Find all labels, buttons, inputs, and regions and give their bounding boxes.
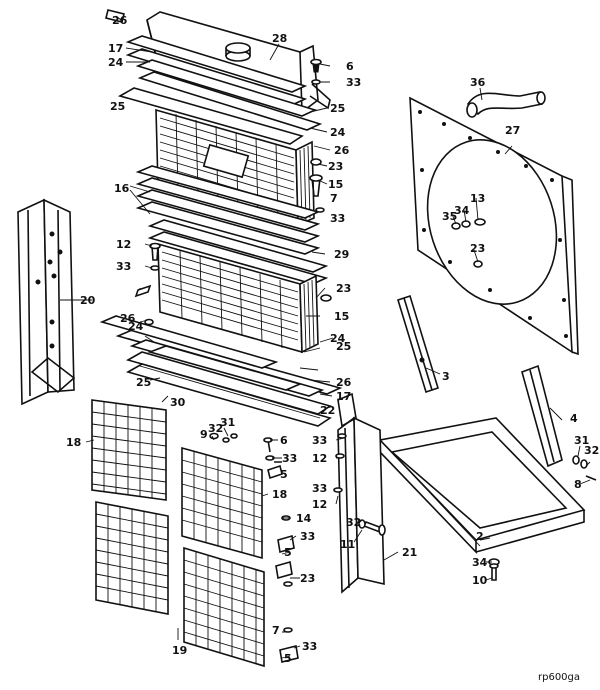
callout-label: 4 (570, 412, 578, 425)
callout-label: 33 (116, 260, 131, 273)
callout-label: 32 (208, 422, 223, 435)
callout-label: 19 (172, 644, 187, 657)
callout-label: 29 (334, 248, 349, 261)
callout-label: 24 (108, 56, 124, 69)
callout-label: 14 (296, 512, 312, 525)
small-hardware-core (105, 9, 332, 326)
callout-label: 16 (114, 182, 130, 195)
callout-label: 3 (442, 370, 450, 383)
grille-upper-left (91, 399, 167, 501)
callout-label: 30 (170, 396, 186, 409)
upper-gasket-stack (117, 35, 323, 145)
vertical-post (337, 392, 385, 594)
callout-label: 32 (346, 516, 361, 529)
callout-label: 5 (280, 468, 288, 481)
callout-label: 33 (312, 482, 327, 495)
callout-label: 31 (574, 434, 589, 447)
callout-label: 18 (272, 488, 287, 501)
callout-label: 21 (402, 546, 417, 559)
callout-label: 33 (346, 76, 361, 89)
grille-lower-left (95, 501, 169, 615)
callout-label: 25 (136, 376, 151, 389)
callout-label: 36 (470, 76, 486, 89)
lower-core (157, 242, 319, 354)
callout-label: 12 (116, 238, 131, 251)
callout-label: 24 (330, 126, 346, 139)
callout-label: 26 (336, 376, 352, 389)
figure-code: rp600ga (538, 672, 580, 683)
callout-label: 5 (284, 546, 292, 559)
callout-label: 20 (80, 294, 96, 307)
callout-label: 2 (476, 530, 484, 543)
callout-label: 6 (346, 60, 354, 73)
callout-label: 12 (312, 498, 327, 511)
callout-labels: 26 17 24 28 6 33 25 36 27 25 24 26 23 15… (66, 14, 599, 665)
callout-label: 23 (328, 160, 343, 173)
callout-label: 11 (340, 538, 355, 551)
callout-label: 24 (128, 320, 144, 333)
callout-label: 23 (300, 572, 315, 585)
callout-label: 13 (470, 192, 485, 205)
grille-upper-right (181, 446, 263, 560)
callout-label: 33 (330, 212, 345, 225)
callout-label: 18 (66, 436, 81, 449)
callout-label: 12 (312, 452, 327, 465)
callout-label: 25 (336, 340, 351, 353)
callout-label: 26 (334, 144, 350, 157)
callout-label: 8 (574, 478, 582, 491)
left-side-bracket (17, 198, 76, 406)
callout-label: 28 (272, 32, 287, 45)
callout-label: 24 (330, 332, 346, 345)
bottom-tank (99, 315, 343, 427)
callout-label: 22 (320, 404, 335, 417)
callout-label: 5 (284, 652, 292, 665)
callout-label: 27 (505, 124, 520, 137)
callout-label: 25 (330, 102, 345, 115)
callout-label: 25 (110, 100, 125, 113)
callout-label: 17 (108, 42, 123, 55)
parts-drawing (17, 9, 597, 668)
fan-shroud (409, 96, 579, 356)
callout-label: 7 (272, 624, 280, 637)
support-strut-left (397, 294, 439, 394)
callout-label: 9 (200, 428, 208, 441)
grille-lower-right (183, 546, 265, 668)
callout-label: 23 (470, 242, 485, 255)
callout-label: 31 (220, 416, 235, 429)
callout-label: 32 (584, 444, 599, 457)
callout-label: 34 (454, 204, 470, 217)
middle-gasket-stack (135, 165, 329, 285)
upper-hose (466, 91, 546, 118)
callout-label: 33 (302, 640, 317, 653)
leader-lines (60, 15, 591, 659)
callout-label: 26 (112, 14, 128, 27)
callout-label: 33 (312, 434, 327, 447)
callout-label: 35 (442, 210, 457, 223)
callout-label: 26 (120, 312, 136, 325)
callout-label: 34 (472, 556, 488, 569)
callout-label: 23 (336, 282, 351, 295)
callout-label: 6 (280, 434, 288, 447)
tray-hardware (488, 455, 597, 581)
callout-label: 33 (282, 452, 297, 465)
support-strut-right (521, 364, 563, 468)
callout-label: 7 (330, 192, 338, 205)
callout-label: 15 (328, 178, 343, 191)
callout-label: 33 (300, 530, 315, 543)
callout-label: 17 (336, 390, 351, 403)
callout-label: 10 (472, 574, 488, 587)
callout-label: 15 (334, 310, 349, 323)
